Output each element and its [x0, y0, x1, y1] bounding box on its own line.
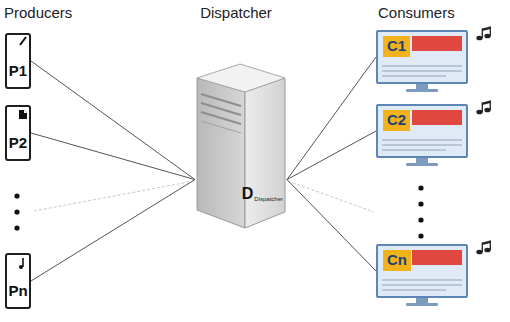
music-note — [476, 27, 490, 41]
connector-line — [31, 133, 195, 180]
monitor-illustration — [377, 245, 467, 306]
node-label: Cn — [383, 250, 411, 271]
node-label: P2 — [9, 135, 27, 152]
faint-line — [288, 181, 374, 212]
connector-line — [31, 180, 195, 281]
monitor-illustration — [377, 105, 467, 166]
server-top — [197, 64, 285, 92]
ellipsis-dot — [418, 201, 423, 206]
pen-icon — [20, 37, 26, 45]
consumer-monitor: C2 — [376, 104, 468, 158]
ellipsis-dot — [418, 217, 423, 222]
column-heading: Dispatcher — [200, 4, 272, 21]
ellipsis-dot — [14, 193, 19, 198]
connector-line — [287, 180, 376, 271]
node-label: Dispatcher — [254, 196, 283, 202]
producer-device: P1 — [5, 33, 31, 89]
node-label: Pn — [8, 283, 27, 300]
ellipsis-dot — [418, 233, 423, 238]
document-fold — [24, 110, 27, 113]
server-front — [197, 78, 245, 228]
producer-device: Pn — [5, 253, 31, 309]
node-label: C1 — [383, 36, 410, 57]
node-label: P1 — [9, 63, 27, 80]
consumer-monitor: C1 — [376, 30, 468, 84]
server-side — [245, 78, 285, 228]
faint-line — [34, 181, 194, 211]
dispatcher-server: DDispatcher — [195, 62, 287, 230]
node-label: C2 — [383, 110, 410, 131]
drive-slot — [201, 121, 241, 133]
consumer-monitor: Cn — [376, 244, 468, 298]
music-note — [476, 241, 490, 255]
pin-icon-head — [19, 265, 23, 269]
column-heading: Producers — [4, 4, 72, 21]
connector-line — [31, 61, 195, 180]
ellipsis-dot — [418, 185, 423, 190]
node-label: D — [242, 186, 254, 202]
ellipsis-dot — [14, 209, 19, 214]
connector-line — [287, 131, 376, 180]
producer-device: P2 — [5, 105, 31, 161]
monitor-illustration — [377, 31, 467, 92]
connector-line — [287, 57, 376, 180]
ellipsis-dot — [14, 225, 19, 230]
drive-slot — [201, 112, 241, 124]
music-note — [476, 101, 490, 115]
document-icon — [19, 110, 27, 119]
column-heading: Consumers — [378, 4, 455, 21]
